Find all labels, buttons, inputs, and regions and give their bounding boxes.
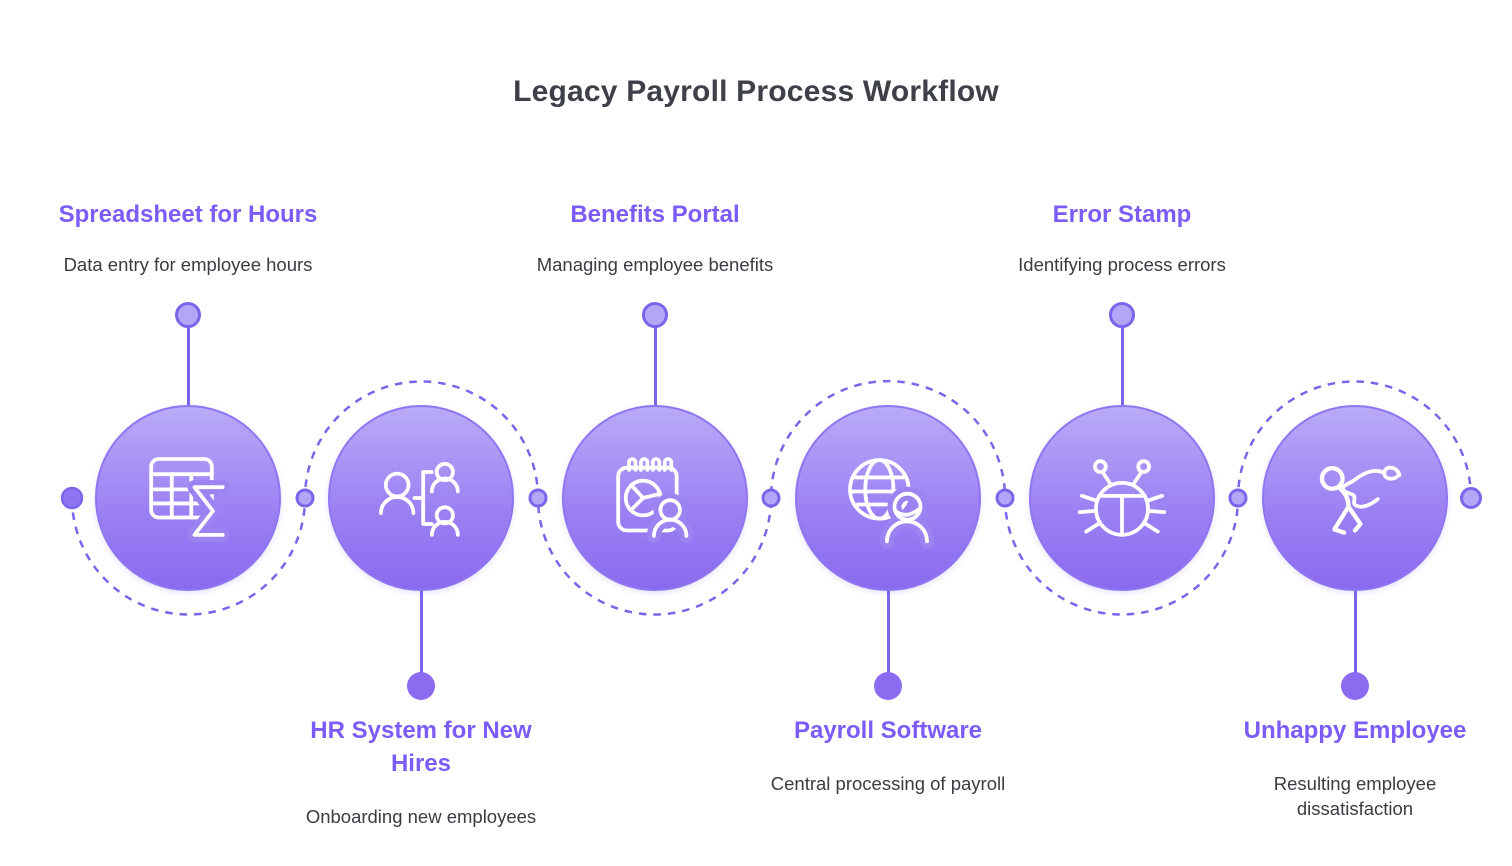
step-circle[interactable] bbox=[562, 405, 748, 591]
step-description: Central processing of payroll bbox=[770, 773, 1006, 794]
unhappy-person-icon bbox=[1319, 465, 1402, 535]
step-title: Error Stamp bbox=[1052, 201, 1192, 228]
connector-stem bbox=[419, 589, 423, 674]
step-labels: Unhappy Employee Resulting employee diss… bbox=[1205, 714, 1505, 821]
org-chart-icon bbox=[379, 461, 460, 537]
end-dot bbox=[1460, 487, 1482, 509]
step-labels: Benefits Portal Managing employee benefi… bbox=[485, 198, 825, 277]
stem-dot bbox=[874, 672, 902, 700]
junction-dot bbox=[1228, 488, 1248, 508]
junction-dot bbox=[995, 488, 1015, 508]
step-circle[interactable] bbox=[1262, 405, 1448, 591]
stem-dot bbox=[175, 302, 201, 328]
benefits-calendar-icon bbox=[616, 457, 694, 543]
step-title: Benefits Portal bbox=[570, 201, 740, 228]
junction-dot bbox=[761, 488, 781, 508]
step-labels: Spreadsheet for Hours Data entry for emp… bbox=[18, 198, 358, 277]
connector-stem bbox=[1120, 327, 1124, 407]
stem-dot bbox=[1109, 302, 1135, 328]
start-dot bbox=[60, 486, 84, 510]
junction-dot bbox=[295, 488, 315, 508]
junction-dot bbox=[528, 488, 548, 508]
step-title: HR System for New Hires bbox=[310, 717, 532, 777]
step-title: Spreadsheet for Hours bbox=[58, 201, 318, 228]
step-description: Data entry for employee hours bbox=[63, 254, 313, 275]
bug-icon bbox=[1077, 459, 1167, 537]
step-description: Resulting employee dissatisfaction bbox=[1273, 773, 1437, 819]
connector-stem bbox=[1353, 589, 1357, 674]
step-description: Managing employee benefits bbox=[536, 254, 774, 275]
connector-stem bbox=[186, 327, 190, 407]
globe-user-icon bbox=[848, 458, 935, 549]
stem-dot bbox=[407, 672, 435, 700]
page-title: Legacy Payroll Process Workflow bbox=[513, 75, 999, 108]
step-circle[interactable] bbox=[95, 405, 281, 591]
step-circle[interactable] bbox=[1029, 405, 1215, 591]
step-description: Identifying process errors bbox=[1018, 254, 1226, 275]
step-labels: Error Stamp Identifying process errors bbox=[952, 198, 1292, 277]
stem-dot bbox=[1341, 672, 1369, 700]
step-circle[interactable] bbox=[328, 405, 514, 591]
step-circle[interactable] bbox=[795, 405, 981, 591]
connector-stem bbox=[886, 589, 890, 674]
stem-dot bbox=[642, 302, 668, 328]
spreadsheet-sigma-icon bbox=[149, 457, 230, 542]
connector-stem bbox=[653, 327, 657, 407]
step-title: Payroll Software bbox=[793, 717, 983, 744]
step-labels: HR System for New Hires Onboarding new e… bbox=[271, 714, 571, 829]
step-labels: Payroll Software Central processing of p… bbox=[738, 714, 1038, 796]
step-title: Unhappy Employee bbox=[1243, 717, 1467, 744]
step-description: Onboarding new employees bbox=[305, 806, 537, 827]
